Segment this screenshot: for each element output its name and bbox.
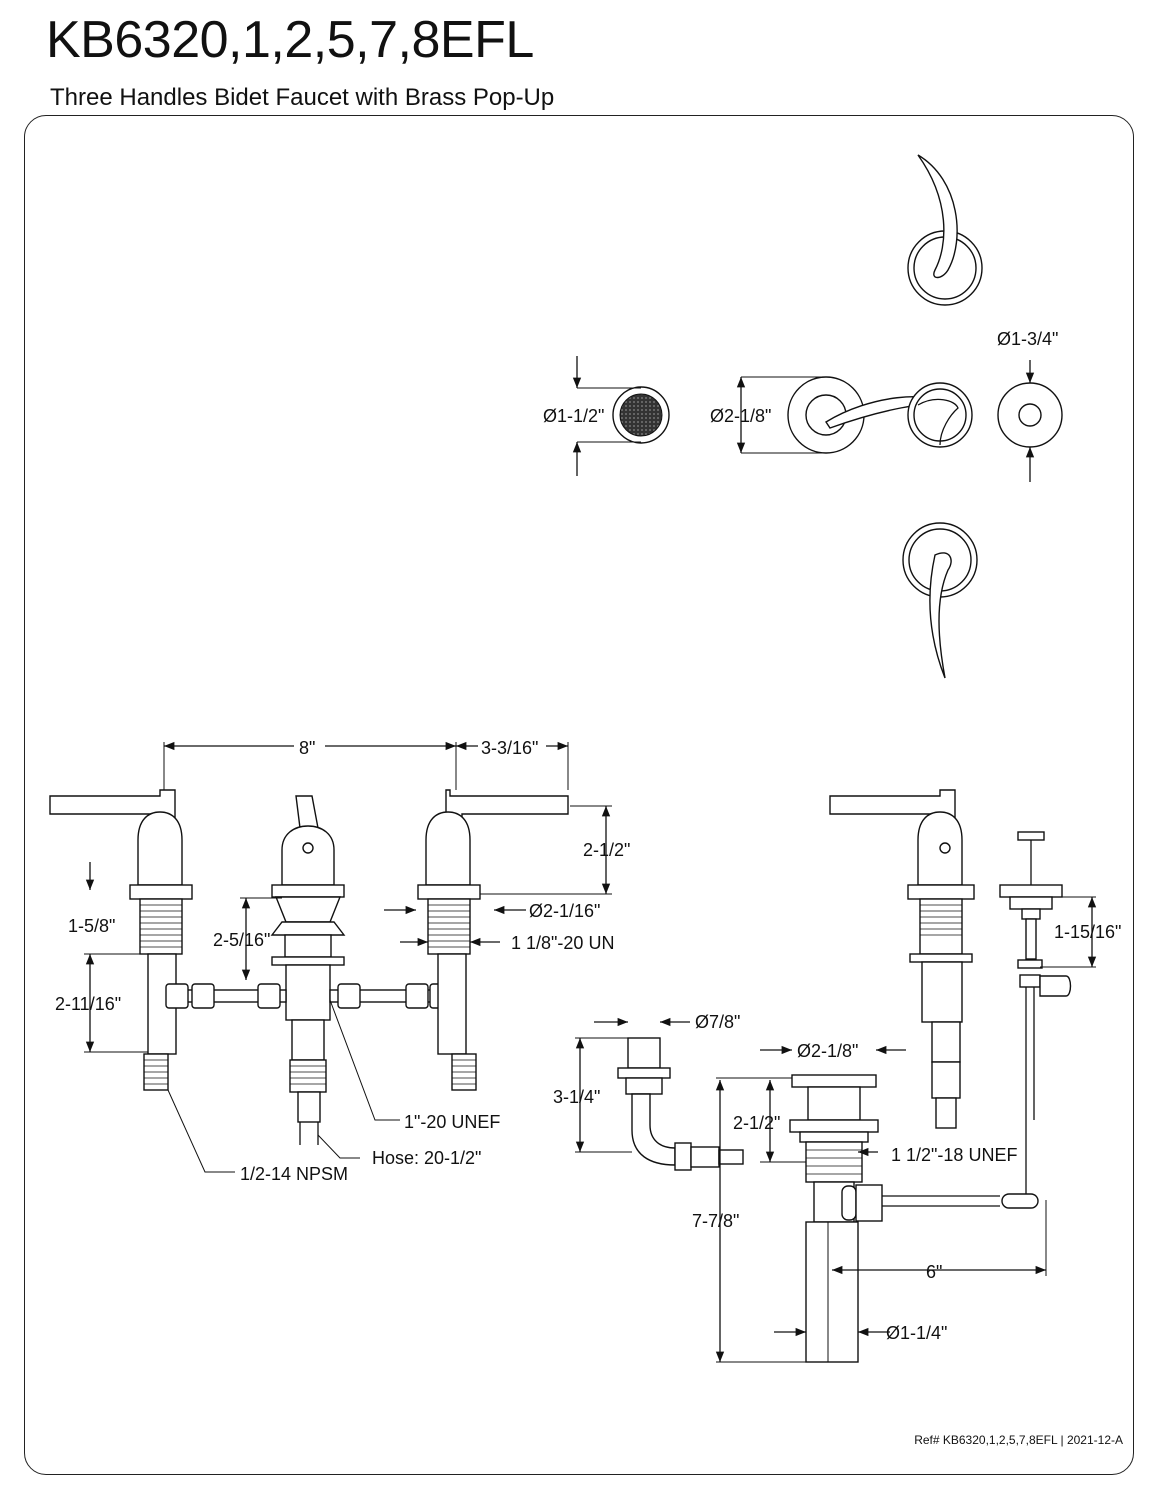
- drawing-subtitle: Three Handles Bidet Faucet with Brass Po…: [50, 84, 555, 111]
- pop-up-drain: [789, 1074, 1000, 1363]
- drain-body-height-label: 2-1/2": [733, 1113, 780, 1133]
- center-valve-front: [270, 795, 346, 1145]
- spray-height-label: 3-1/4": [553, 1087, 600, 1107]
- reference-footer: Ref# KB6320,1,2,5,7,8EFL | 2021-12-A: [914, 1433, 1123, 1447]
- center-thread-label: 1"-20 UNEF: [404, 1112, 500, 1132]
- spray-and-drain-view: [575, 789, 1097, 1363]
- left-handle-front: [49, 789, 193, 1091]
- pivot-rod-length-label: 6": [926, 1262, 942, 1282]
- lower-handle-top-view: [902, 522, 978, 679]
- lift-rod: [999, 831, 1072, 1209]
- flange-top-view: [997, 360, 1063, 482]
- spread-label: 8": [299, 738, 315, 758]
- lift-rod-height-label: 1-15/16": [1054, 922, 1121, 942]
- center-handle-top-view: [736, 376, 973, 454]
- drain-total-height-label: 7-7/8": [692, 1211, 739, 1231]
- flange-dia-label: Ø1-3/4": [997, 329, 1058, 349]
- drawing-title: KB6320,1,2,5,7,8EFL: [46, 11, 534, 69]
- upper-handle-top-view: [907, 154, 983, 306]
- aerator-dia-label: Ø1-1/2": [543, 406, 604, 426]
- escutcheon-dia-label: Ø2-1/8": [710, 406, 771, 426]
- handle-height-label: 2-1/2": [583, 840, 630, 860]
- drain-flange-dia-label: Ø2-1/8": [797, 1041, 858, 1061]
- right-handle-front: [417, 789, 569, 1091]
- pop-up-handle-side: [829, 789, 975, 1129]
- shank-thread-label: 1 1/8"-20 UN: [511, 933, 614, 953]
- center-height-label: 2-5/16": [213, 930, 270, 950]
- drawing-frame: [24, 115, 1134, 1475]
- spray-dia-label: Ø7/8": [695, 1012, 740, 1032]
- hose-length-label: Hose: 20-1/2": [372, 1148, 481, 1168]
- faucet-front-view: [49, 741, 612, 1173]
- inlet-thread-label: 1/2-14 NPSM: [240, 1164, 348, 1184]
- shank-length-label: 1-5/8": [68, 916, 115, 936]
- tailpiece-dia-label: Ø1-1/4": [886, 1323, 947, 1343]
- drain-thread-label: 1 1/2"-18 UNEF: [891, 1145, 1017, 1165]
- base-dia-label: Ø2-1/16": [529, 901, 600, 921]
- top-view: Ø1-1/2" Ø2-1/8" Ø1-3/4": [543, 154, 1063, 679]
- tail-length-label: 2-11/16": [55, 994, 121, 1014]
- handle-reach-label: 3-3/16": [481, 738, 538, 758]
- aerator-top-view: [572, 356, 670, 476]
- spray-assembly: [575, 1017, 744, 1171]
